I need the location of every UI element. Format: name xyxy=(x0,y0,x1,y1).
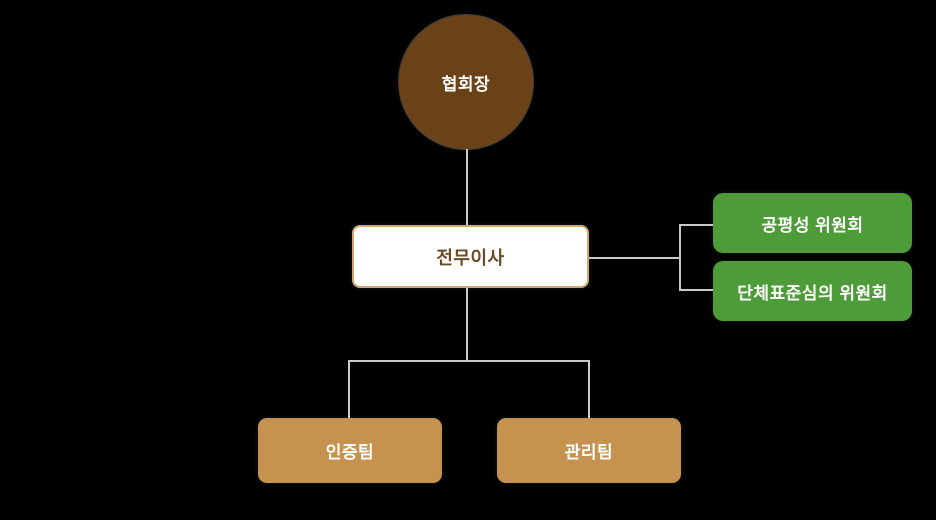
edge-branch-team-1 xyxy=(348,360,350,418)
edge-executive-to-committees xyxy=(589,257,680,259)
edge-executive-to-teams xyxy=(466,288,468,360)
edge-branch-team-2 xyxy=(588,360,590,418)
node-chairman-label: 협회장 xyxy=(441,74,491,94)
edge-branch-committee-1 xyxy=(679,224,713,226)
edge-teams-horizontal xyxy=(348,360,590,362)
node-executive-director-label: 전무이사 xyxy=(436,247,505,268)
node-standards-committee-label: 단체표준심의 위원회 xyxy=(737,283,888,303)
edge-committees-bracket xyxy=(679,224,681,291)
node-chairman: 협회장 xyxy=(399,15,533,149)
node-certification-team: 인증팀 xyxy=(258,418,442,483)
node-fairness-committee: 공평성 위원회 xyxy=(713,193,912,253)
node-management-team-label: 관리팀 xyxy=(564,443,614,462)
node-fairness-committee-label: 공평성 위원회 xyxy=(761,215,864,235)
node-executive-director: 전무이사 xyxy=(352,225,589,288)
node-standards-committee: 단체표준심의 위원회 xyxy=(713,261,912,321)
edge-branch-committee-2 xyxy=(679,289,713,291)
node-certification-team-label: 인증팀 xyxy=(325,443,375,462)
node-management-team: 관리팀 xyxy=(497,418,681,483)
edge-root-to-executive xyxy=(466,149,468,225)
